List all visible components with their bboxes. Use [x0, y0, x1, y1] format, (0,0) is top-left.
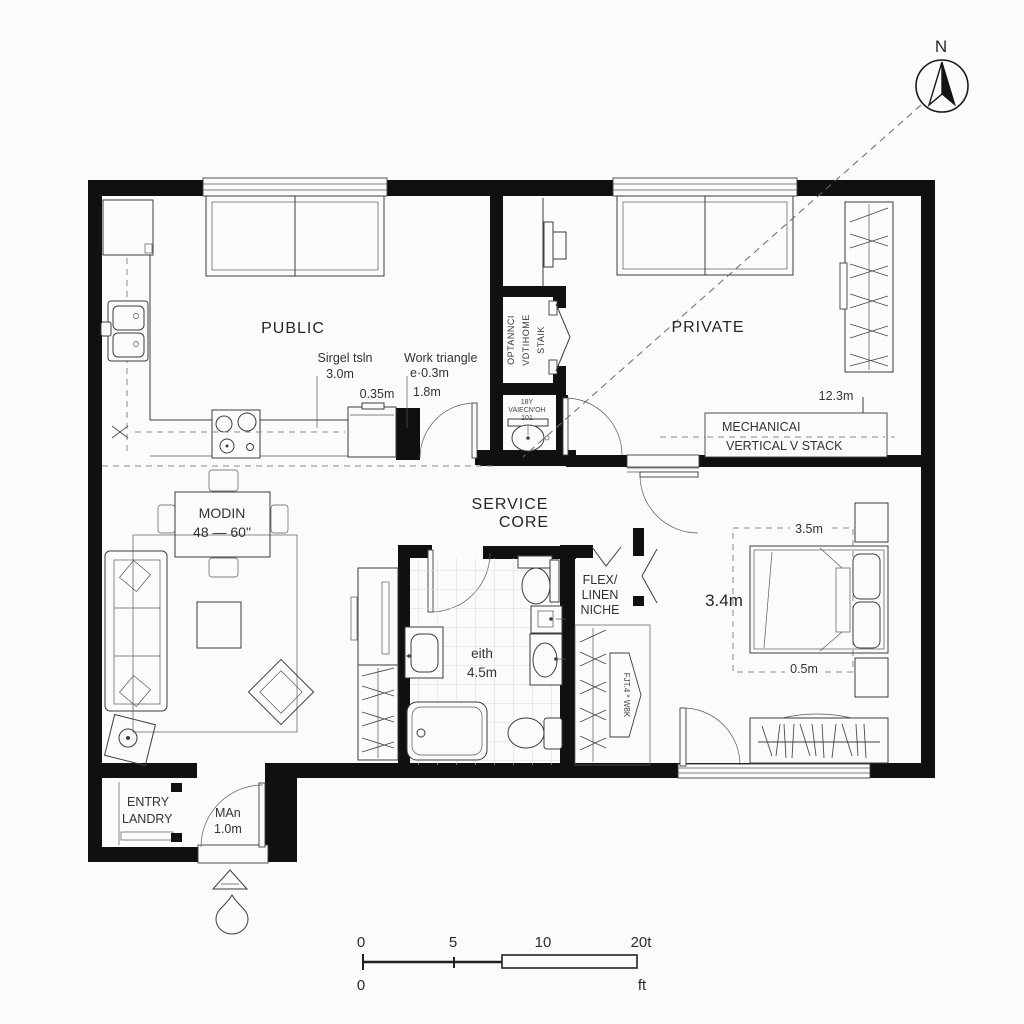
bedroom-window: [677, 763, 871, 779]
label-flex-1: FLEX/: [583, 573, 618, 587]
mechanical-stack-box: [704, 412, 888, 458]
bedroom-door: [639, 471, 699, 534]
private-door: [562, 397, 623, 456]
niche-closet-zone: [574, 624, 651, 766]
label-mech-2: VERTICAL V STACK: [726, 439, 843, 453]
label-entry-1: ENTRY: [127, 795, 170, 809]
niche-bifold-doors: [591, 546, 658, 604]
label-stack-1: OPTANNCI: [506, 315, 516, 365]
interior-walls: [396, 196, 935, 778]
patio-door: [679, 707, 741, 767]
label-powder-2: VAIECN'OH: [508, 407, 545, 414]
closet-tag: [609, 652, 642, 738]
label-private: PRIVATE: [671, 319, 744, 336]
fridge: [102, 199, 154, 256]
private-room-zone: [660, 201, 895, 458]
scale-20: 20t: [631, 934, 653, 951]
bedroom-zone: [679, 502, 889, 767]
living-wardrobe: [350, 567, 399, 761]
bathtub: [406, 701, 488, 761]
label-0-5m: 0.5m: [790, 662, 818, 676]
label-flex-2: LINEN: [582, 588, 619, 602]
kitchen-zone: [100, 199, 497, 467]
side-table: [103, 713, 157, 767]
label-mech-1: MECHANICAI: [722, 420, 800, 434]
label-public: PUBLIC: [261, 320, 325, 337]
entry-zone: [118, 782, 269, 935]
private-closet: [839, 201, 894, 373]
label-3-4m: 3.4m: [705, 591, 743, 610]
entry-markers: [211, 869, 249, 935]
label-sink-ann-2: 3.0m: [326, 367, 354, 381]
label-worktriangle-1: Work triangle: [404, 351, 477, 365]
label-worktriangle-3: 1.8m: [413, 385, 441, 399]
dishwasher: [347, 402, 397, 458]
label-closet-tag: FJT.4 * W8K: [622, 673, 631, 718]
label-powder-3: 101: [521, 415, 533, 422]
kitchen-window: [202, 177, 388, 277]
scale-5: 5: [449, 934, 457, 951]
north-arrow: [522, 59, 969, 458]
sink-right: [529, 633, 566, 686]
label-3-5m: 3.5m: [795, 522, 823, 536]
label-powder-1: 18Y: [521, 399, 534, 406]
stack-column: [507, 198, 571, 452]
scale-0-bottom: 0: [357, 977, 365, 994]
sink-left: [404, 626, 444, 679]
work-triangle-lines: [102, 376, 497, 467]
wall-cabinet: [530, 605, 566, 634]
label-table-1: MODIN: [199, 505, 246, 521]
bed: [749, 545, 889, 654]
kitchen-door: [419, 402, 478, 459]
windows: [202, 177, 871, 779]
label-table-2: 48 — 60": [193, 524, 251, 540]
label-entry-2: LANDRY: [122, 812, 173, 826]
labels: PUBLIC PRIVATE SERVICE CORE Sirgel tsln …: [122, 37, 947, 994]
cooktop: [211, 409, 261, 459]
scale-10: 10: [535, 934, 552, 951]
label-035: 0.35m: [360, 387, 395, 401]
coffee-table: [196, 601, 242, 649]
label-bath-2: 4.5m: [467, 665, 497, 680]
label-main-door-1: MAn: [215, 806, 241, 820]
dresser: [749, 713, 889, 764]
dining-table: [157, 469, 289, 578]
label-flex-3: NICHE: [581, 603, 620, 617]
label-north: N: [935, 37, 947, 56]
nightstand-top: [854, 502, 889, 543]
sofa: [104, 550, 168, 712]
stack-room: [548, 300, 571, 375]
toilet-bottom: [507, 717, 563, 750]
scale-labels: 0 5 10 20t 0 ft: [357, 934, 652, 994]
label-worktriangle-2: e·0.3m: [410, 366, 449, 380]
accent-chair: [247, 658, 315, 726]
nightstand-bottom: [854, 657, 889, 698]
label-service-2: CORE: [499, 514, 549, 531]
kitchen-sink: [100, 300, 149, 362]
entry-door: [197, 782, 269, 864]
bedroom-dims: 3.5m 3.4m 0.5m: [705, 522, 828, 676]
label-bath-1: eith: [471, 646, 493, 661]
label-sink-ann-1: Sirgel tsln: [318, 351, 373, 365]
scale-unit: ft: [638, 977, 647, 994]
label-stack-3: STAIK: [536, 326, 546, 354]
label-main-door-2: 1.0m: [214, 822, 242, 836]
label-service-1: SERVICE: [472, 496, 549, 513]
label-12-3m: 12.3m: [819, 389, 854, 403]
private-window: [612, 177, 798, 276]
toilet-top: [517, 555, 560, 605]
label-stack-2: VDTIHOME: [521, 314, 531, 366]
powder-room: [507, 418, 550, 452]
scale-bar: [362, 954, 638, 970]
living-room-zone: [103, 469, 399, 767]
bathroom-zone: [404, 555, 566, 765]
scale-0-top: 0: [357, 934, 365, 951]
